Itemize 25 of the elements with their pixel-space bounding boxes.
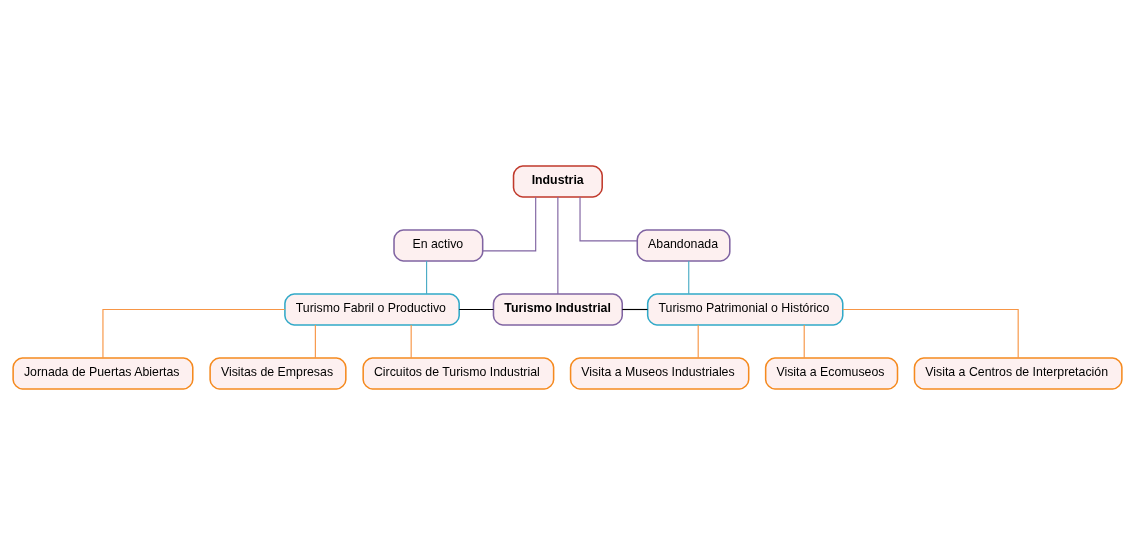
connector xyxy=(426,259,428,294)
connector xyxy=(579,196,638,241)
connector xyxy=(621,308,649,310)
node-box: Jornada de Puertas Abiertas xyxy=(12,356,194,390)
node-box: Turismo Patrimonial o Histórico xyxy=(646,292,844,326)
connector xyxy=(803,323,805,358)
node-box: Abandonada xyxy=(636,228,731,262)
node-box: Visita a Centros de Interpretación xyxy=(913,356,1123,390)
connector xyxy=(557,195,559,295)
connector xyxy=(314,323,316,358)
connector xyxy=(102,308,286,359)
connector xyxy=(688,259,690,294)
connector xyxy=(842,308,1019,359)
node-box: Industria xyxy=(512,164,603,198)
connector xyxy=(410,323,412,358)
connector xyxy=(458,308,494,310)
node-box: En activo xyxy=(393,228,484,262)
connector xyxy=(482,196,537,251)
connector xyxy=(697,323,699,358)
node-box: Turismo Fabril o Productivo xyxy=(284,292,460,326)
node-box: Turismo Industrial xyxy=(492,292,623,326)
node-box: Visita a Museos Industriales xyxy=(569,356,750,390)
node-box: Visita a Ecomuseos xyxy=(764,356,899,390)
node-box: Visitas de Empresas xyxy=(209,356,347,390)
node-box: Circuitos de Turismo Industrial xyxy=(362,356,555,390)
